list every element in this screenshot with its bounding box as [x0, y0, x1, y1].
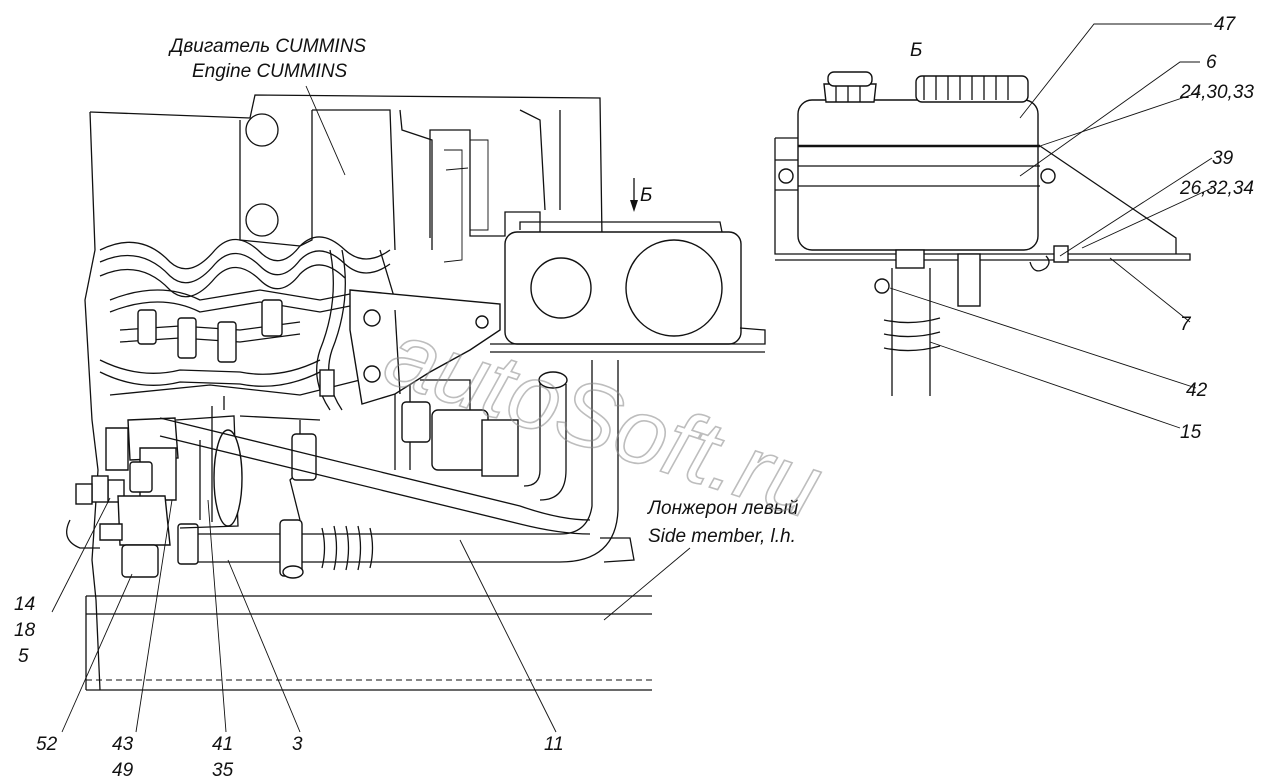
callout-5: 5	[18, 646, 29, 667]
mounting-bracket	[349, 289, 501, 405]
callout-35: 35	[212, 760, 234, 781]
member-caption: Лонжерон левый Side member, l.h.	[603, 498, 799, 621]
callout-14: 14	[14, 594, 35, 615]
callout-18: 18	[14, 620, 36, 641]
leader-lines	[51, 23, 1213, 733]
callout-15: 15	[1180, 422, 1202, 443]
detail-callouts: 47 6 24,30,33 39 26,32,34 7 42 15	[1179, 14, 1254, 443]
member-caption-line1: Лонжерон левый	[646, 498, 799, 519]
member-caption-line2: Side member, l.h.	[648, 526, 796, 547]
expansion-tank-main	[490, 221, 766, 353]
engine-caption-line1: Двигатель CUMMINS	[168, 36, 366, 57]
callout-41: 41	[212, 734, 233, 755]
callout-42: 42	[1186, 380, 1208, 401]
callout-52: 52	[36, 734, 58, 755]
view-arrow: Б	[630, 178, 652, 212]
detail-view: Б	[774, 40, 1191, 396]
engine-caption: Двигатель CUMMINS Engine CUMMINS	[168, 36, 366, 176]
valve-assembly	[66, 396, 243, 578]
callout-11: 11	[544, 734, 564, 755]
callout-24-30-33: 24,30,33	[1179, 82, 1254, 103]
callout-7: 7	[1180, 314, 1192, 335]
callout-26-32-34: 26,32,34	[1179, 178, 1254, 199]
callout-39: 39	[1212, 148, 1234, 169]
callout-3: 3	[292, 734, 303, 755]
engine-caption-line2: Engine CUMMINS	[192, 61, 348, 82]
callout-47: 47	[1214, 14, 1237, 35]
view-arrow-label: Б	[640, 185, 652, 206]
view-letter: Б	[910, 40, 922, 61]
callout-49: 49	[112, 760, 134, 781]
coolant-pipes	[159, 360, 635, 579]
callout-6: 6	[1206, 52, 1217, 73]
callout-43: 43	[112, 734, 134, 755]
main-callouts: 14 18 5 52 43 49 41 35 3 11	[14, 594, 564, 781]
side-member	[85, 595, 652, 691]
